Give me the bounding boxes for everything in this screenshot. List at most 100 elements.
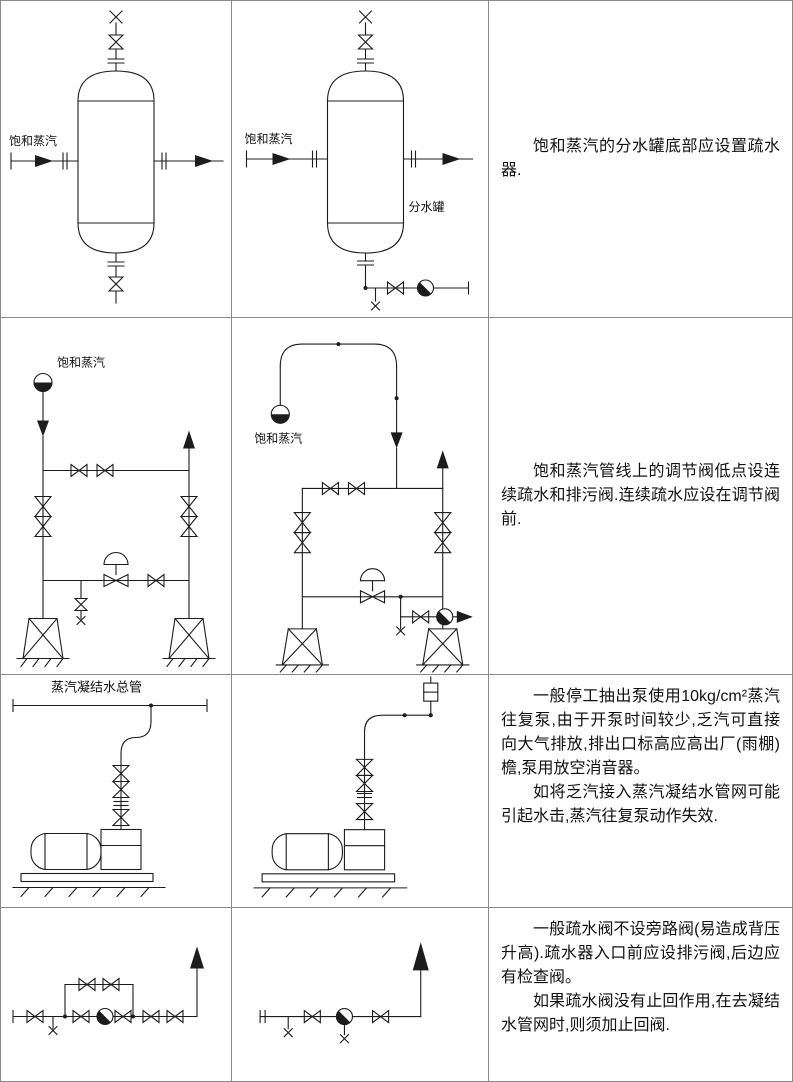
flow-arrow-icon: [442, 153, 461, 165]
riser-line: [412, 942, 429, 1018]
riser-line: [190, 946, 204, 1018]
gate-valve-icon: [371, 1009, 390, 1024]
inlet-line: [10, 152, 79, 170]
cell-r2-control-valve-station: 饱和蒸汽: [1, 318, 232, 675]
flow-arrow-icon: [456, 610, 473, 623]
gate-valve-icon: [386, 280, 405, 296]
gate-valve-icon: [78, 977, 96, 992]
cell-r2-note: 饱和蒸汽管线上的调节阀低点设连续疏水和排污阀.连续疏水应设在调节阀前.: [489, 318, 792, 675]
vent-valve-assembly: [356, 10, 375, 72]
gate-valve-icon: [70, 463, 88, 478]
gate-valve-icon: [111, 808, 131, 827]
flow-arrow-icon: [37, 420, 49, 437]
outlet-line: [153, 152, 224, 170]
diagram-control-valve-no-trap: 饱和蒸汽: [16, 355, 216, 668]
gate-valve-icon: [179, 515, 199, 538]
junction-dot: [336, 342, 341, 347]
instrument-bubble-icon: [33, 372, 53, 393]
instrument-bubble-icon: [270, 404, 290, 424]
steam-label: 饱和蒸汽: [57, 355, 105, 370]
pipe-support: [16, 617, 70, 668]
exhaust-riser-line: [355, 700, 433, 831]
note-text: 一般疏水阀不设旁路阀(易造成背压升高).疏水器入口前应设排污阀,后边应有检查阀。: [501, 921, 780, 986]
tank-label: 分水罐: [409, 200, 445, 214]
junction-dot: [363, 286, 368, 290]
flow-arrow-icon: [390, 432, 403, 449]
pipe-support: [416, 628, 470, 673]
gate-valve-icon: [355, 774, 374, 793]
flow-arrow-icon: [35, 155, 53, 167]
bottom-run: [301, 568, 444, 604]
gate-valve-icon: [111, 780, 131, 799]
main-line: [259, 1008, 422, 1044]
vent-valve-assembly: [107, 10, 125, 72]
valve-legs: [293, 487, 452, 630]
condensate-header-line: [12, 698, 208, 713]
cell-r2-control-valve-station-trap: 饱和蒸汽: [232, 318, 489, 675]
gate-valve-icon: [142, 1009, 160, 1024]
main-line: [12, 1007, 198, 1036]
gate-valve-icon: [26, 1009, 44, 1024]
pipe-support: [275, 628, 329, 673]
steam-label: 饱和蒸汽: [9, 133, 57, 148]
feed-line: [37, 390, 49, 472]
diagram-trap-simple: [259, 942, 429, 1044]
valve-legs: [33, 469, 199, 620]
diagram-pump-condensate-header: 蒸汽凝结水总管: [12, 680, 208, 898]
cell-r3-pump-to-header: 蒸汽凝结水总管: [1, 675, 232, 908]
cell-r3-pump-to-atmosphere: [232, 675, 489, 908]
cell-r3-note: 一般停工抽出泵使用10kg/cm²蒸汽往复泵,由于开泵时间较少,乏汽可直接向大气…: [489, 675, 792, 908]
gate-valve-icon: [147, 573, 165, 588]
gate-valve-icon: [433, 532, 452, 554]
flow-arrow-icon: [195, 155, 213, 167]
gate-valve-icon: [321, 481, 339, 496]
continuous-drain-line: [395, 594, 473, 636]
flow-arrow-icon: [436, 450, 449, 469]
flow-arrow-icon: [412, 942, 429, 971]
cell-r4-trap-no-bypass: [232, 908, 489, 1081]
gate-valve-icon: [72, 1009, 90, 1024]
gate-valve-icon: [96, 463, 114, 478]
gate-valve-icon: [412, 609, 430, 624]
drain-valve: [73, 579, 89, 626]
gate-valve-icon: [303, 1009, 321, 1024]
junction-dot: [402, 713, 407, 718]
note-text: 如果疏水阀没有止回作用,在去凝结水管网时,则须加止回阀.: [501, 993, 780, 1034]
outlet-line: [402, 150, 474, 168]
cell-r4-trap-with-bypass: [1, 908, 232, 1081]
gate-valve-icon: [114, 1009, 132, 1024]
gate-valve-icon: [293, 532, 312, 554]
cell-r4-note: 一般疏水阀不设旁路阀(易造成背压升高).疏水器入口前应设排污阀,后边应有检查阀。…: [489, 908, 792, 1081]
note-text: 饱和蒸汽的分水罐底部应设置疏水器.: [501, 138, 780, 179]
note-text: 一般停工抽出泵使用10kg/cm²蒸汽往复泵,由于开泵时间较少,乏汽可直接向大气…: [501, 688, 780, 777]
pump-symbol: [253, 829, 408, 898]
junction-dot: [394, 396, 399, 401]
inlet-line: [245, 150, 329, 168]
control-valve-icon: [103, 551, 129, 588]
note-text: 饱和蒸汽管线上的调节阀低点设连续疏水和排污阀.连续疏水应设在调节阀前.: [501, 463, 780, 528]
bypass-line: [64, 977, 134, 1018]
gate-valve-icon: [166, 1009, 184, 1024]
separator-vessel: [77, 70, 155, 254]
silencer-icon: [423, 676, 439, 702]
diagram-separator-no-trap: 饱和蒸汽: [9, 10, 224, 304]
gate-valve-icon: [33, 515, 53, 538]
gate-valve-icon: [347, 481, 366, 496]
top-run: [301, 450, 449, 496]
control-valve-icon: [359, 568, 386, 604]
gate-valve-icon: [355, 802, 374, 821]
gate-valve-icon: [102, 977, 120, 992]
bottom-run: [42, 551, 190, 626]
pipe-support: [162, 617, 216, 668]
cell-r1-separator-with-trap: 饱和蒸汽 分水罐: [232, 1, 489, 318]
exhaust-branch-line: [111, 704, 152, 831]
bottom-trap-line: [356, 252, 470, 311]
diagram-control-valve-with-trap: 饱和蒸汽: [254, 342, 473, 673]
cell-r1-separator-plain: 饱和蒸汽: [1, 1, 232, 318]
steam-label: 饱和蒸汽: [254, 430, 302, 445]
bottom-drain-valve: [107, 252, 125, 304]
overhead-loop-line: [279, 342, 403, 490]
flow-arrow-icon: [190, 946, 204, 969]
cell-r1-note: 饱和蒸汽的分水罐底部应设置疏水器.: [489, 1, 792, 318]
